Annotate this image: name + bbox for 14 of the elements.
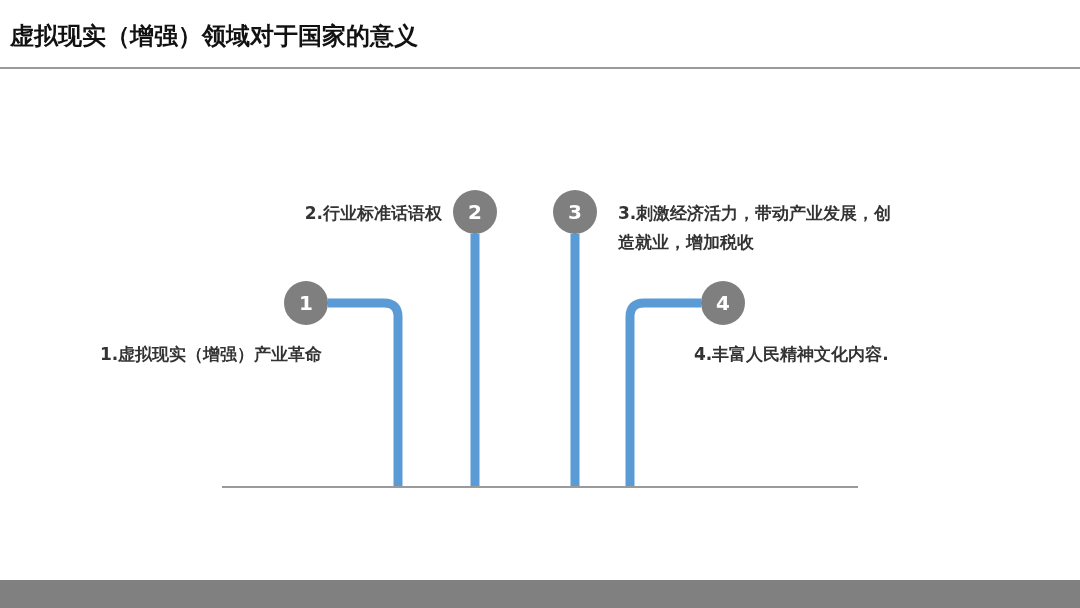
description-text: 3.刺激经济活力，带动产业发展，创造就业，增加税收	[618, 202, 893, 254]
description-text: 1.虚拟现实（增强）产业革命	[100, 343, 324, 366]
description-text: 4.丰富人民精神文化内容.	[694, 343, 890, 366]
connector-bar	[625, 298, 701, 486]
title: 虚拟现实（增强）领域对于国家的意义	[10, 21, 418, 52]
number-circle: 2	[453, 190, 497, 234]
connector-bar	[328, 298, 403, 486]
number-circle: 3	[553, 190, 597, 234]
connector-bar	[470, 234, 480, 486]
description-text: 2.行业标准话语权	[303, 202, 442, 225]
number-circle: 4	[701, 281, 745, 325]
baseline	[222, 486, 858, 488]
connector-bar	[570, 234, 580, 486]
number-circle: 1	[284, 281, 328, 325]
